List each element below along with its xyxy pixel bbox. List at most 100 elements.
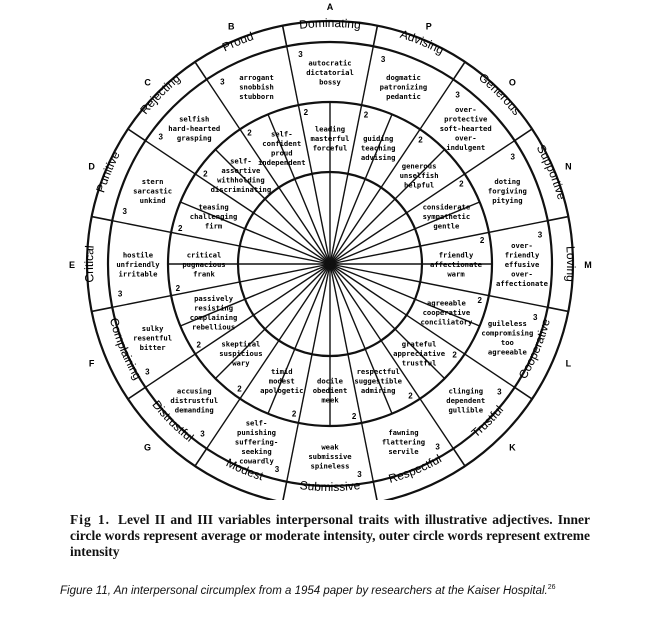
extreme-word: dogmatic	[386, 73, 421, 82]
spoke-line	[329, 263, 393, 414]
intensity-mark-outer: 3	[275, 465, 280, 474]
outer-circle	[85, 19, 575, 500]
extreme-word: clinging	[448, 386, 483, 395]
extreme-word: stubborn	[239, 92, 274, 101]
extreme-word: sarcastic	[133, 187, 172, 196]
moderate-word: firm	[205, 221, 223, 230]
moderate-word: forceful	[313, 144, 348, 153]
octant-letter: P	[426, 22, 432, 32]
extreme-word: over-	[455, 105, 477, 114]
extreme-word: bossy	[319, 78, 341, 87]
octant-letters: APONMLKJIHGFEDCB	[69, 2, 592, 500]
spoke-line	[112, 263, 331, 308]
intensity-mark-inner: 2	[478, 296, 483, 305]
extreme-word: compromising	[481, 329, 533, 338]
extreme-word: distrustful	[170, 396, 218, 405]
source-note-superscript: 26	[547, 584, 556, 591]
moderate-word: agreeable	[427, 299, 467, 308]
spoke-line	[267, 263, 331, 414]
moderate-word: appreciative	[393, 349, 446, 358]
spoke-line	[329, 220, 548, 265]
category-label: Respectful	[387, 452, 444, 486]
category-label: Generous	[476, 70, 524, 118]
circle-structure	[85, 19, 575, 500]
spoke-line	[206, 79, 331, 265]
figure-caption-text: Level II and III variables interpersonal…	[70, 512, 591, 559]
extreme-word: cowardly	[239, 456, 274, 465]
extreme-word: irritable	[119, 270, 159, 279]
moderate-word: independent	[258, 158, 306, 167]
band-divider	[452, 61, 466, 80]
band-divider	[127, 386, 146, 400]
moderate-word: rebellious	[192, 322, 235, 331]
extreme-word: affectionate	[496, 279, 549, 288]
moderate-word: friendly	[439, 251, 474, 260]
spoke-line	[145, 140, 331, 265]
octant-letter: B	[228, 22, 235, 32]
intensity-mark-outer: 3	[123, 207, 128, 216]
moderate-word: withholding	[217, 176, 265, 185]
extreme-word: patronizing	[380, 83, 428, 92]
intensity-mark-inner: 2	[364, 110, 369, 119]
intensity-mark-inner: 2	[292, 410, 297, 419]
category-band-circle	[106, 40, 554, 488]
spoke-line	[329, 140, 515, 265]
intensity-mark-inner: 2	[178, 224, 183, 233]
extreme-word: suffering-	[235, 437, 278, 446]
intensity-mark-inner: 2	[176, 284, 181, 293]
moderate-word: complaining	[190, 313, 238, 322]
intensity-mark-outer: 3	[298, 50, 303, 59]
moderate-word: critical	[187, 251, 222, 260]
extreme-word: weak	[321, 443, 339, 452]
intensity-mark-outer: 3	[118, 290, 123, 299]
band-divider	[194, 448, 208, 467]
intensity-mark-inner: 2	[418, 135, 423, 144]
intensity-mark-outer: 3	[538, 230, 543, 239]
spoke-line	[329, 114, 393, 265]
extreme-word: dictatorial	[306, 68, 354, 77]
moderate-word: respectful	[357, 367, 400, 376]
extreme-word: seeking	[241, 447, 271, 456]
moderate-word: guiding	[363, 134, 393, 143]
extreme-word: accusing	[177, 386, 212, 395]
extreme-word: agreeable	[488, 348, 528, 357]
moderate-word: cooperative	[423, 308, 471, 317]
category-label-path: Submissive	[299, 478, 361, 494]
moderate-word: unselfish	[400, 171, 439, 180]
band-divider	[547, 215, 569, 222]
extreme-word: forgiving	[488, 187, 527, 196]
spoke-line	[329, 79, 454, 265]
moderate-word: meek	[321, 396, 339, 405]
figure-caption: Fig 1.Level II and III variables interpe…	[70, 512, 590, 560]
category-label-path: Advising	[398, 27, 446, 58]
source-note-text: Figure 11, An interpersonal circumplex f…	[60, 584, 548, 597]
spoke-line	[329, 263, 548, 308]
category-label-path: Supportive	[534, 142, 569, 201]
extreme-word: selfish	[179, 115, 209, 124]
moderate-word: confident	[262, 139, 301, 148]
moderate-word: timid	[271, 367, 293, 376]
category-label-path: Punitive	[93, 149, 123, 195]
moderate-word: apologetic	[260, 386, 303, 395]
moderate-word: admiring	[361, 386, 396, 395]
spoke-line	[329, 263, 515, 388]
band-divider	[91, 215, 113, 222]
extreme-word: friendly	[505, 251, 540, 260]
moderate-word: discriminating	[211, 185, 272, 194]
octant-letter: H	[228, 498, 235, 500]
spoke-line	[180, 263, 331, 327]
intensity-mark-inner: 2	[480, 236, 485, 245]
band-divider	[91, 306, 113, 313]
moderate-word: suspicious	[219, 349, 262, 358]
moderate-word: proud	[271, 148, 293, 157]
category-label-path: Respectful	[387, 452, 444, 486]
intensity-mark-outer: 3	[435, 443, 440, 452]
moderate-word: resisting	[194, 303, 233, 312]
spoke-line	[267, 114, 331, 265]
extreme-word: doting	[494, 177, 520, 186]
moderate-word: wary	[232, 359, 250, 368]
octant-letter: K	[509, 442, 516, 452]
spoke-line	[145, 263, 331, 388]
category-label: Punitive	[93, 149, 123, 195]
spoke-line	[214, 263, 331, 380]
